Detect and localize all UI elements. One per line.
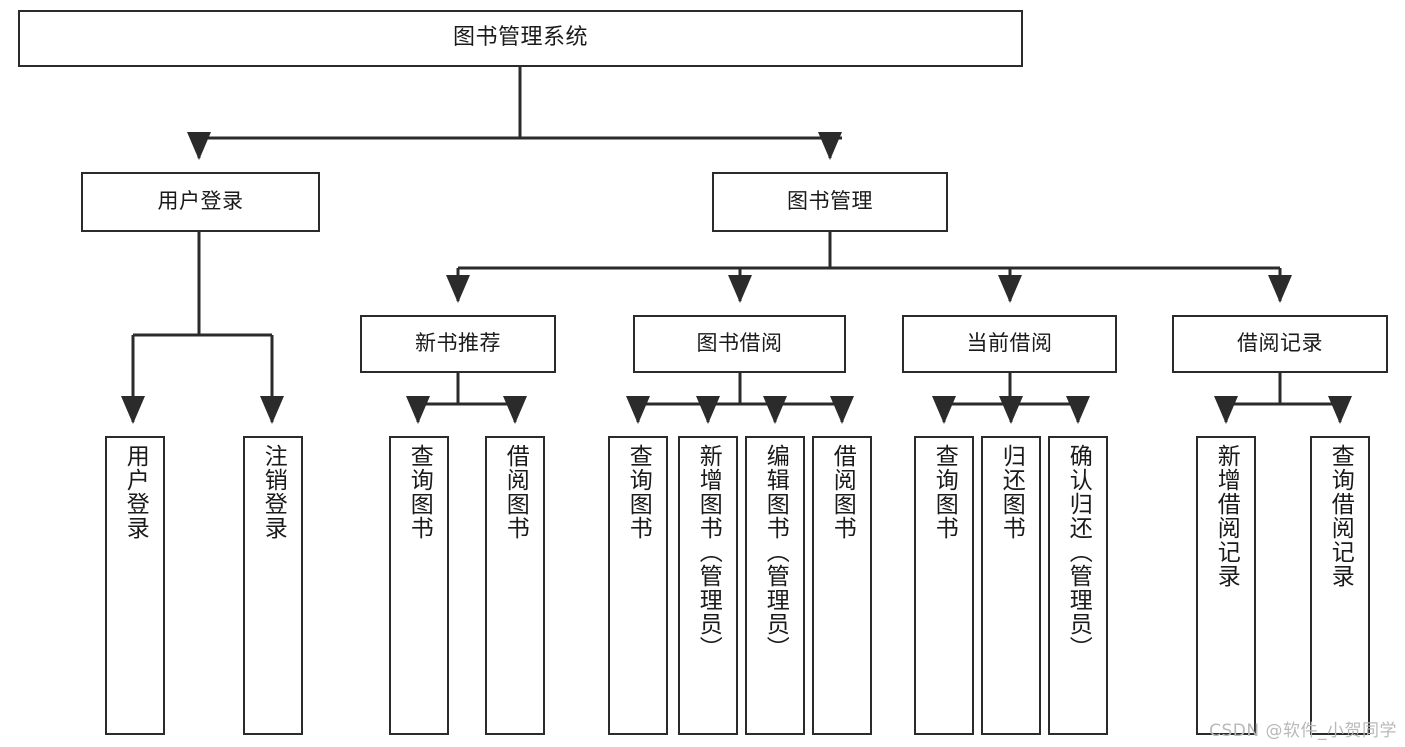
leaf-label: 查询图书 bbox=[406, 444, 433, 540]
leaf-label: 确认归还（管理员） bbox=[1065, 444, 1092, 660]
leaf-label: 编辑图书（管理员） bbox=[762, 444, 789, 660]
node-leaf-add-borrow-record[interactable]: 新增借阅记录 bbox=[1196, 436, 1256, 735]
leaf-label: 查询图书 bbox=[625, 444, 652, 540]
node-leaf-borrow-book[interactable]: 借阅图书 bbox=[812, 436, 872, 735]
node-level3-book-borrow[interactable]: 图书借阅 bbox=[633, 315, 846, 373]
watermark-text: CSDN @软件_小贺同学 bbox=[1209, 721, 1397, 741]
leaf-label: 归还图书 bbox=[998, 444, 1025, 540]
node-leaf-query-borrow-record[interactable]: 查询借阅记录 bbox=[1310, 436, 1370, 735]
edge-group-new-book-rec bbox=[406, 373, 527, 424]
leaf-label: 查询图书 bbox=[931, 444, 958, 540]
edge-group-book-borrow bbox=[626, 373, 854, 424]
node-leaf-query-book-borrow[interactable]: 查询图书 bbox=[608, 436, 668, 735]
leaf-label: 借阅图书 bbox=[502, 444, 529, 540]
node-leaf-query-book-current[interactable]: 查询图书 bbox=[914, 436, 974, 735]
edge-group-book-manage bbox=[446, 232, 1292, 303]
node-level3-new-book-recommend[interactable]: 新书推荐 bbox=[360, 315, 556, 373]
node-level2-user-login[interactable]: 用户登录 bbox=[81, 172, 320, 232]
edge-group-borrow-record bbox=[1214, 373, 1352, 424]
leaf-label: 用户登录 bbox=[122, 444, 149, 540]
edge-group-root bbox=[187, 67, 842, 160]
node-leaf-add-book-admin[interactable]: 新增图书（管理员） bbox=[678, 436, 738, 735]
node-level3-current-borrow[interactable]: 当前借阅 bbox=[902, 315, 1117, 373]
node-root[interactable]: 图书管理系统 bbox=[18, 10, 1023, 67]
leaf-label: 借阅图书 bbox=[829, 444, 856, 540]
node-level3-borrow-record[interactable]: 借阅记录 bbox=[1172, 315, 1388, 373]
node-leaf-return-book[interactable]: 归还图书 bbox=[981, 436, 1041, 735]
leaf-label: 注销登录 bbox=[260, 444, 287, 540]
leaf-label: 新增图书（管理员） bbox=[695, 444, 722, 660]
node-leaf-user-login[interactable]: 用户登录 bbox=[105, 436, 165, 735]
node-leaf-borrow-book-rec[interactable]: 借阅图书 bbox=[485, 436, 545, 735]
edge-group-current-borrow bbox=[932, 373, 1090, 424]
leaf-label: 查询借阅记录 bbox=[1327, 444, 1354, 588]
node-level2-book-management[interactable]: 图书管理 bbox=[712, 172, 948, 232]
node-leaf-logout[interactable]: 注销登录 bbox=[243, 436, 303, 735]
node-leaf-query-book-rec[interactable]: 查询图书 bbox=[389, 436, 449, 735]
node-leaf-edit-book-admin[interactable]: 编辑图书（管理员） bbox=[745, 436, 805, 735]
edge-group-user-login bbox=[121, 232, 284, 424]
leaf-label: 新增借阅记录 bbox=[1213, 444, 1240, 588]
node-leaf-confirm-return-admin[interactable]: 确认归还（管理员） bbox=[1048, 436, 1108, 735]
